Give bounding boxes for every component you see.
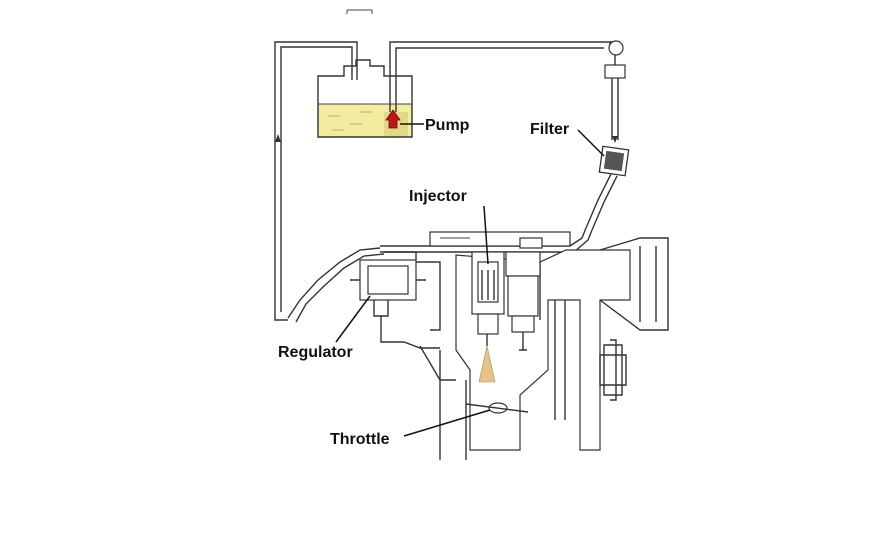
flow-arrow-icon xyxy=(275,134,281,142)
gauge-icon xyxy=(608,40,624,56)
fuel-rail xyxy=(380,227,593,253)
label-injector: Injector xyxy=(409,188,467,205)
top-mark xyxy=(346,9,373,14)
flow-arrow-icon xyxy=(612,136,618,143)
supply-line xyxy=(389,40,626,143)
label-filter: Filter xyxy=(530,121,569,138)
throttle-body xyxy=(439,350,529,460)
pressure-regulator xyxy=(287,247,456,381)
label-pump: Pump xyxy=(425,117,470,134)
label-throttle: Throttle xyxy=(330,431,390,448)
pump xyxy=(384,76,408,136)
check-valve xyxy=(604,64,626,79)
fuel-spray xyxy=(478,345,496,383)
label-regulator: Regulator xyxy=(278,344,353,361)
pump-arrow-icon xyxy=(385,109,401,129)
fuel-filter xyxy=(585,145,630,231)
return-line xyxy=(274,41,358,321)
leader-lines xyxy=(335,123,605,437)
